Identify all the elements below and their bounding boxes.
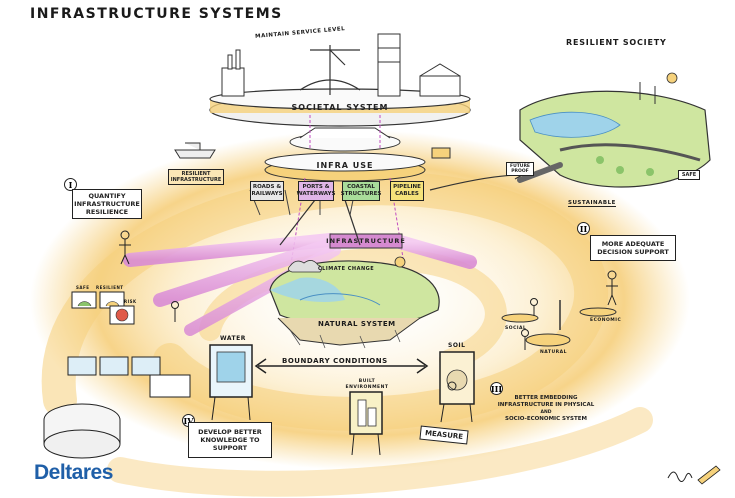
dashboard-safe-label: SAFE	[76, 285, 90, 290]
sector-coastal-structures: COASTAL STRUCTURES	[341, 181, 381, 201]
deltares-logo: Deltares	[34, 461, 113, 484]
social-label: SOCIAL	[505, 326, 527, 331]
infra-use-banner: INFRA USE	[316, 160, 374, 170]
sustainable-label: SUSTAINABLE	[568, 200, 616, 207]
signature	[667, 465, 721, 485]
economic-label: ECONOMIC	[590, 318, 622, 323]
people-figures	[119, 230, 618, 391]
dashboard-screens	[71, 291, 135, 325]
callout-embedding: BETTER EMBEDDING INFRASTRUCTURE IN PHYSI…	[494, 395, 598, 423]
built-environment-board	[349, 391, 383, 456]
tower-building	[377, 33, 401, 97]
callout-develop-knowledge: DEVELOP BETTER KNOWLEDGE TO SUPPORT	[188, 422, 272, 458]
ship-icon	[174, 142, 216, 159]
resilient-infrastructure-label: RESILIENT INFRASTRUCTURE	[168, 169, 224, 185]
callout-embedding-end: SOCIO-ECONOMIC SYSTEM	[505, 416, 587, 422]
natural-label: NATURAL	[540, 350, 567, 355]
callout-embedding-and: AND	[540, 410, 552, 415]
water-label: WATER	[220, 335, 246, 342]
sector-pipeline-cables: PIPELINE CABLES	[390, 181, 424, 201]
dashboard-resilient-label: RESILIENT	[96, 285, 124, 290]
callout-number-ii: II	[577, 222, 590, 235]
cloud-icon	[288, 260, 322, 273]
balance-scale	[501, 300, 617, 347]
callout-quantify-resilience: QUANTIFY INFRASTRUCTURE RESILIENCE	[72, 189, 142, 219]
built-environment-label: BUILT ENVIRONMENT	[345, 379, 389, 390]
natural-system-label: NATURAL SYSTEM	[318, 320, 396, 328]
natural-system-island	[269, 256, 440, 349]
societal-platform	[209, 33, 471, 127]
crane-icon	[310, 45, 360, 95]
factory-building	[221, 67, 245, 97]
soil-label: SOIL	[448, 342, 466, 349]
boundary-arrow	[254, 358, 429, 374]
infra-use-platform	[174, 127, 451, 182]
callout-decision-support: MORE ADEQUATE DECISION SUPPORT	[590, 235, 676, 261]
sector-ports-waterways: PORTS & WATERWAYS	[297, 181, 335, 201]
future-proof-label: FUTURE PROOF	[506, 162, 534, 176]
callout-number-iii: III	[490, 382, 503, 395]
water-board	[209, 344, 253, 421]
control-room	[43, 356, 191, 459]
pencil-icon	[697, 465, 721, 485]
infrastructure-label: INFRASTRUCTURE	[326, 237, 406, 245]
societal-system-banner: SOCIETAL SYSTEM	[291, 102, 389, 112]
sun-icon	[394, 256, 406, 268]
climate-change-label: CLIMATE CHANGE	[318, 266, 375, 272]
sector-roads-railways: ROADS & RAILWAYS	[250, 181, 284, 201]
boundary-conditions-label: BOUNDARY CONDITIONS	[282, 357, 388, 365]
callout-number-i: I	[64, 178, 77, 191]
resilient-society-title: RESILIENT SOCIETY	[566, 38, 667, 47]
resilient-society-landscape	[517, 72, 711, 188]
dashboard-risk-label: RISK	[124, 299, 137, 304]
diagram-title: INFRASTRUCTURE SYSTEMS	[30, 6, 283, 22]
callout-embedding-main: BETTER EMBEDDING INFRASTRUCTURE IN PHYSI…	[497, 395, 595, 408]
safe-label: SAFE	[678, 170, 700, 180]
soil-board	[439, 351, 475, 423]
